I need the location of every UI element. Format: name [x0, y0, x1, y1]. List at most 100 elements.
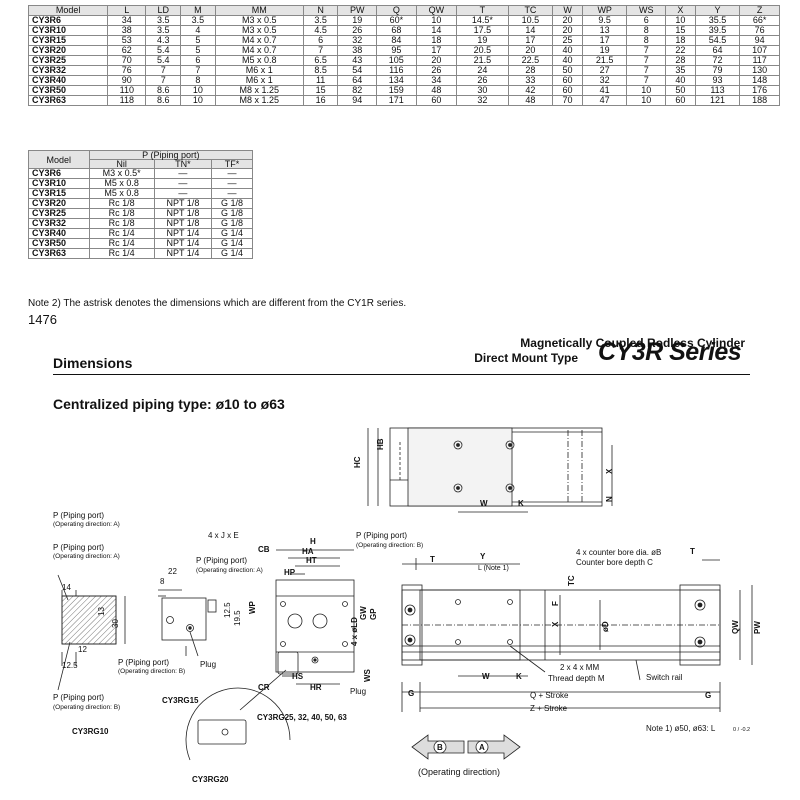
table-cell: 33 [507, 75, 554, 86]
table-cell: 110 [107, 85, 147, 96]
table-cell: 64 [337, 75, 378, 86]
z-stroke-label: Z + Stroke [530, 704, 568, 713]
dim-ld: 4 x øLD [350, 617, 359, 646]
table-cell: 105 [376, 55, 417, 66]
table-cell: 17.5 [456, 25, 509, 36]
table-cell: 79 [694, 65, 741, 76]
top-view [367, 427, 613, 513]
piping-table-group-header: P (Piping port) [88, 150, 254, 160]
dim-12-5b: 12.5 [223, 602, 232, 618]
table-cell: 113 [694, 85, 741, 96]
table-cell: 118 [107, 95, 147, 106]
dim-cr: CR [258, 683, 270, 692]
l-note-label: L (Note 1) [478, 565, 509, 572]
table-cell: 134 [376, 75, 417, 86]
table-cell: G 1/4 [211, 228, 253, 239]
table-cell: — [211, 178, 253, 189]
table-cell: 17 [415, 45, 458, 56]
p-port-label-1: P (Piping port) [53, 511, 104, 520]
table-cell: 7 [626, 75, 667, 86]
table-cell: 50 [552, 65, 583, 76]
dim-14: 14 [62, 583, 71, 592]
table-header-cell: Q [376, 5, 417, 16]
table-cell: 21.5 [456, 55, 509, 66]
table-cell: 28 [665, 55, 696, 66]
table-cell: 148 [739, 75, 780, 86]
table-cell: 60* [376, 15, 417, 26]
model-cell: CY3R50 [28, 238, 90, 249]
table-cell: 6 [302, 35, 339, 46]
table-cell: 53 [107, 35, 147, 46]
table-header-cell: W [552, 5, 583, 16]
table-cell: 48 [507, 95, 554, 106]
dim-gp: GP [369, 608, 378, 620]
table-cell: M4 x 0.7 [214, 45, 304, 56]
table-cell: 7 [302, 45, 339, 56]
op-direction-a-label-2: (Operating direction: A) [53, 553, 120, 560]
thread-depth-label: Thread depth M [548, 674, 605, 683]
p-port-label-3: P (Piping port) [53, 693, 104, 702]
table-cell: NPT 1/4 [153, 238, 213, 249]
dim-k-side: K [516, 672, 522, 681]
dim-tc: TC [567, 575, 576, 586]
dim-d: øD [601, 621, 610, 632]
table-cell: 34 [415, 75, 458, 86]
table-cell: 20 [552, 25, 583, 36]
table-cell: 60 [552, 75, 583, 86]
table-cell: 32 [456, 95, 509, 106]
p-port-label-4: P (Piping port) [118, 658, 169, 667]
op-direction-b-label-2: (Operating direction: B) [118, 668, 185, 675]
note-2: Note 2) The astrisk denotes the dimensio… [28, 298, 407, 309]
table-cell: 60 [665, 95, 696, 106]
mm-thread-label: 2 x 4 x MM [560, 663, 599, 672]
table-cell: 188 [739, 95, 780, 106]
table-cell: 7 [626, 65, 667, 76]
dim-wp: WP [248, 600, 257, 614]
table-cell: 6 [626, 15, 667, 26]
table-cell: M8 x 1.25 [214, 95, 304, 106]
p-port-label-5: P (Piping port) [196, 556, 247, 565]
dim-x-side: X [551, 621, 560, 627]
table-cell: NPT 1/8 [153, 198, 213, 209]
table-cell: 40 [552, 45, 583, 56]
table-header-cell: N [302, 5, 339, 16]
table-header-cell: TC [507, 5, 554, 16]
table-header-cell: T [456, 5, 509, 16]
table-cell: 3.5 [145, 15, 182, 26]
table-header-cell: Model [27, 5, 109, 16]
dir-b-label: B [437, 743, 443, 752]
table-cell: M8 x 1.25 [214, 85, 304, 96]
table-cell: 4 [180, 25, 216, 36]
counter-bore-label: 4 x counter bore dia. øB [576, 548, 661, 557]
table-cell: 35.5 [694, 15, 741, 26]
dim-22: 22 [168, 567, 177, 576]
table-cell: 60 [552, 85, 583, 96]
table-cell: 171 [376, 95, 417, 106]
q-stroke-label: Q + Stroke [530, 691, 569, 700]
model-cell: CY3R63 [28, 248, 90, 259]
table-cell: 14 [415, 25, 458, 36]
operating-direction-arrows [411, 734, 521, 760]
note-1: Note 1) ø50, ø63: L [646, 724, 716, 733]
table-cell: 8.6 [145, 85, 182, 96]
table-cell: 176 [739, 85, 780, 96]
dim-hp: HP [284, 568, 296, 577]
dim-ws: WS [363, 668, 372, 682]
table-cell: 10 [626, 85, 667, 96]
cy3rg25-label: CY3RG25, 32, 40, 50, 63 [257, 713, 347, 722]
table-cell: Rc 1/8 [88, 198, 155, 209]
table-cell: 84 [376, 35, 417, 46]
table-cell: 54.5 [694, 35, 741, 46]
table-cell: 25 [552, 35, 583, 46]
table-cell: 54 [337, 65, 378, 76]
table-cell: 116 [376, 65, 417, 76]
table-cell: 38 [337, 45, 378, 56]
op-direction-a-label-1: (Operating direction: A) [53, 521, 120, 528]
